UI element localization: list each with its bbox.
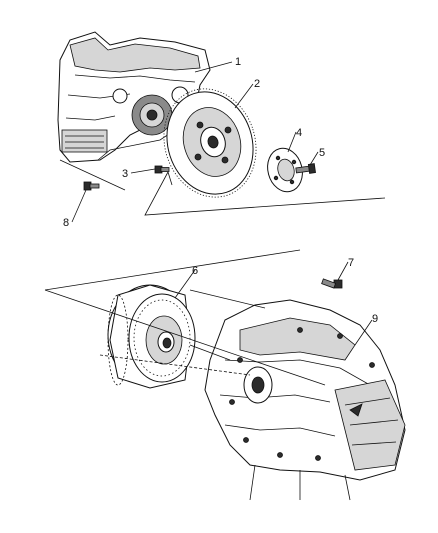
callout-9: 9	[372, 313, 378, 325]
transaxle	[204, 299, 406, 501]
callout-3: 3	[122, 168, 128, 180]
callouts: 1 2 3 4 5 6 7 8 9	[63, 56, 378, 325]
flex-plate	[163, 88, 257, 198]
torque-converter	[107, 284, 196, 389]
bolt-8	[83, 181, 100, 191]
bolt-7	[321, 278, 343, 289]
bolt-3	[154, 165, 170, 174]
callout-2: 2	[254, 78, 260, 90]
engine-block	[57, 31, 211, 163]
flex-plate-bolt	[295, 163, 316, 174]
callout-1: 1	[235, 56, 241, 68]
callout-5: 5	[319, 147, 325, 159]
callout-4: 4	[296, 127, 302, 139]
reinforcement-plate	[267, 147, 303, 193]
alignment-lines	[44, 159, 386, 386]
callout-8: 8	[63, 217, 69, 229]
callout-6: 6	[192, 265, 198, 277]
callout-7: 7	[348, 257, 354, 269]
leader-lines	[71, 61, 373, 346]
